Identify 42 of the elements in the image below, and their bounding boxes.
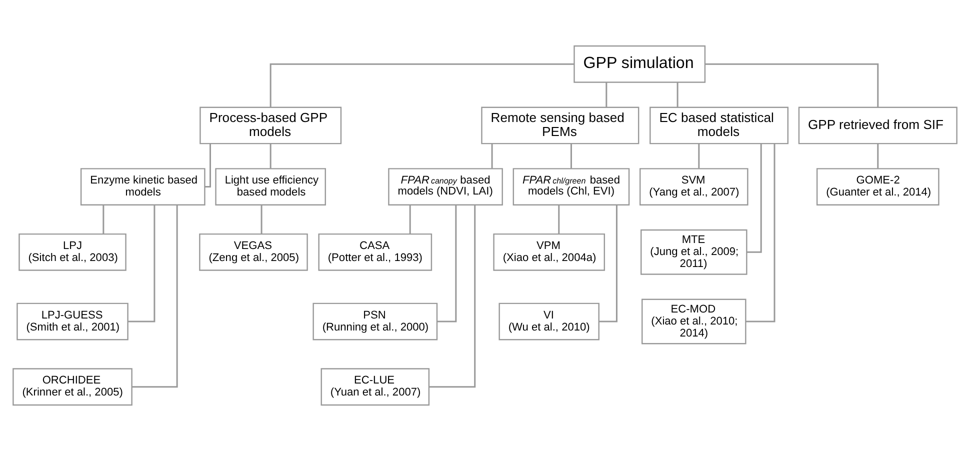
node-box: EC based statistical models [650, 106, 788, 144]
connector [102, 205, 104, 234]
connector [746, 144, 776, 322]
connector [270, 144, 272, 168]
connector [204, 144, 211, 188]
node-box: PSN (Running et al., 2000) [312, 302, 438, 340]
connector [598, 204, 618, 322]
connector [877, 144, 879, 168]
connector [705, 63, 879, 108]
connector [260, 205, 262, 234]
node-box: GOME-2 (Guanter et al., 2014) [816, 168, 940, 206]
node-box: LPJ (Sitch et al., 2003) [18, 233, 126, 271]
node-box: LPJ-GUESS (Smith et al., 2001) [16, 302, 128, 340]
node-box: Enzyme kinetic based models [80, 168, 206, 206]
node-box: FPARchl/green based models (Chl, EVI) [512, 168, 630, 206]
node-box: Light use efficiency based models [215, 168, 326, 206]
connector [437, 204, 457, 322]
node-box: VI (Wu et al., 2010) [498, 302, 600, 340]
node-box: VEGAS (Zeng et al., 2005) [199, 233, 308, 271]
node-box: EC-LUE (Yuan et al., 2007) [320, 368, 430, 406]
connector [491, 144, 493, 168]
connector [570, 144, 572, 168]
connector [409, 205, 411, 234]
node-box: GPP retrieved from SIF [798, 106, 958, 144]
node-box: CASA (Potter et al., 1993) [318, 233, 432, 271]
connector [606, 82, 608, 108]
connector [698, 144, 700, 168]
connector [429, 204, 476, 388]
node-box: MTE (Jung et al., 2009; 2011) [640, 229, 748, 275]
connector [128, 204, 156, 322]
connector [132, 204, 178, 388]
connector [558, 205, 560, 234]
node-box: EC-MOD (Xiao et al., 2010; 2014) [642, 298, 746, 344]
connector [270, 63, 574, 108]
node-box: Process-based GPP models [200, 106, 342, 144]
node-box: Remote sensing based PEMs [481, 106, 640, 144]
node-box: VPM (Xiao et al., 2004a) [493, 233, 605, 271]
node-box: SVM (Yang et al., 2007) [640, 168, 748, 206]
node-box: FPARcanopy based models (NDVI, LAI) [388, 168, 503, 206]
node-box: ORCHIDEE (Krinner et al., 2005) [12, 368, 132, 406]
connector [676, 82, 678, 108]
node-box: GPP simulation [574, 45, 706, 83]
